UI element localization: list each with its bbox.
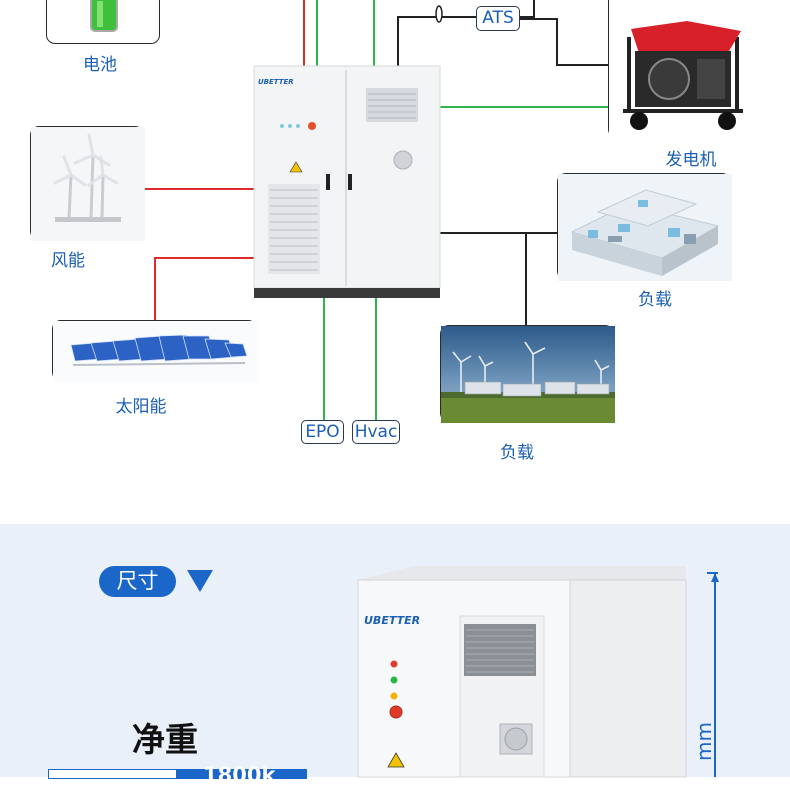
cabinet-3d-brand: UBETTER bbox=[364, 614, 421, 627]
load-plant-card bbox=[440, 325, 615, 423]
battery-icon bbox=[90, 0, 118, 32]
battery-label: 电池 bbox=[83, 55, 117, 75]
storage-cabinet: UBETTER bbox=[253, 65, 441, 298]
load-home-label: 负载 bbox=[638, 290, 672, 310]
solar-card bbox=[52, 320, 258, 382]
weight-value-text: 1800k bbox=[203, 763, 276, 787]
epo-tag: EPO bbox=[301, 420, 344, 444]
ats-tag: ATS bbox=[476, 6, 520, 31]
cabinet-brand: UBETTER bbox=[258, 78, 294, 86]
cabinet-drawing bbox=[253, 65, 441, 298]
house-cutaway-icon bbox=[558, 174, 732, 281]
wind-label: 风能 bbox=[51, 251, 85, 271]
battery-card bbox=[46, 0, 160, 44]
load-home-card bbox=[557, 173, 732, 281]
line-ats-black bbox=[397, 16, 476, 66]
weight-value: 1800k bbox=[177, 764, 307, 786]
generator-icon bbox=[609, 0, 754, 139]
solar-label: 太阳能 bbox=[115, 397, 167, 417]
specs-section: UBETTER mm 净重 1800k bbox=[0, 524, 790, 786]
line-ats-right bbox=[520, 0, 535, 18]
ats-breaker-symbol bbox=[435, 5, 443, 23]
line-solar-red bbox=[154, 257, 254, 320]
height-unit: mm bbox=[692, 722, 716, 761]
dimensions-tab[interactable]: 尺寸 bbox=[99, 566, 176, 597]
load-plant-label: 负载 bbox=[500, 443, 534, 463]
generator-card bbox=[608, 0, 754, 139]
generator-label: 发电机 bbox=[665, 150, 717, 170]
wind-turbine-icon bbox=[31, 127, 145, 241]
line-ats-generator bbox=[520, 18, 608, 66]
wind-card bbox=[30, 126, 145, 241]
solar-panel-icon bbox=[53, 321, 258, 382]
dropdown-triangle-icon[interactable] bbox=[185, 568, 215, 594]
net-weight-title: 净重 bbox=[132, 720, 198, 759]
weight-bar-left bbox=[48, 769, 177, 779]
cabinet-3d-drawing bbox=[357, 566, 719, 778]
energy-storage-plant-icon bbox=[441, 326, 615, 423]
hvac-tag: Hvac bbox=[352, 420, 400, 444]
connection-lines bbox=[144, 0, 608, 420]
